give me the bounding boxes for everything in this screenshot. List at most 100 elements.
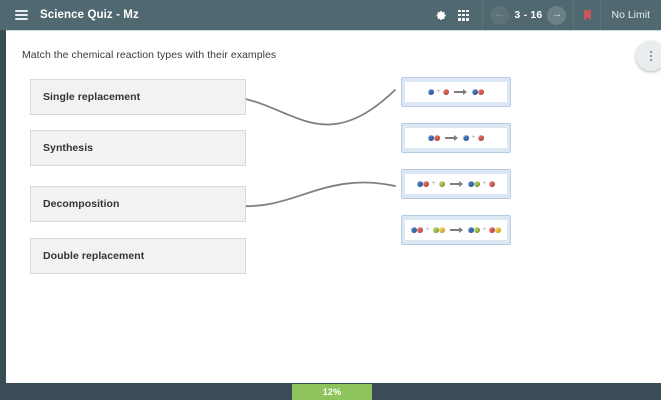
hamburger-bar (14, 14, 28, 16)
grid-icon (457, 9, 469, 21)
molecule-card-double-replacement[interactable]: ++ (401, 215, 511, 245)
molecule-side: + (467, 181, 496, 187)
atom-yellow (438, 227, 445, 233)
reaction-arrow-icon (449, 181, 463, 187)
settings-button[interactable] (430, 0, 452, 30)
progress-label: 12% (322, 387, 342, 397)
grid-view-button[interactable] (452, 0, 474, 30)
timer-label: No Limit (611, 9, 650, 21)
molecule-group (410, 227, 423, 233)
reaction-equation: + (405, 82, 507, 102)
atom-red (443, 89, 450, 95)
molecule-group (467, 181, 480, 187)
more-options-button[interactable] (636, 41, 661, 71)
connector-line (240, 181, 396, 207)
molecule-group (467, 227, 480, 233)
atom-red (489, 181, 496, 187)
atom-blue (427, 135, 434, 141)
molecule-side (472, 89, 485, 95)
molecule-card-single-replacement[interactable]: ++ (401, 169, 511, 199)
reaction-equation: ++ (405, 174, 507, 194)
kebab-dot (650, 59, 652, 61)
page-indicator: 3 - 16 (514, 9, 543, 21)
bookmark-icon (583, 9, 591, 21)
atom-red (416, 227, 423, 233)
reaction-arrow-icon (454, 89, 468, 95)
molecule-side: + (462, 135, 485, 141)
progress-fill: 12% (292, 384, 372, 400)
hamburger-menu-icon[interactable] (6, 10, 36, 20)
molecule-group (416, 181, 429, 187)
progress-bar: 12% (0, 384, 661, 400)
molecule-side (427, 135, 440, 141)
arrow-left-icon: ← (494, 9, 505, 20)
atom-yellow (495, 227, 502, 233)
plus-sign: + (471, 135, 476, 141)
top-bar-actions: ← 3 - 16 → No Limit (430, 0, 661, 30)
previous-question-button[interactable]: ← (490, 5, 510, 25)
molecule-side: + (416, 181, 445, 187)
atom-red (433, 135, 440, 141)
quiz-title: Science Quiz - Mz (40, 9, 139, 21)
atom-green (473, 227, 480, 233)
kebab-dot (650, 51, 652, 53)
question-navigation: ← 3 - 16 → (482, 0, 575, 30)
atom-green (473, 181, 480, 187)
atom-red (422, 181, 429, 187)
molecule-side: + (410, 227, 445, 233)
bookmark-button[interactable] (574, 0, 600, 30)
next-question-button[interactable]: → (547, 5, 567, 25)
gear-icon (436, 10, 446, 20)
reaction-equation: + (405, 128, 507, 148)
connector-line (240, 89, 396, 126)
answer-option-decomposition[interactable]: Decomposition (30, 186, 246, 222)
plus-sign: + (425, 227, 430, 233)
atom-blue (427, 89, 434, 95)
molecule-side: + (427, 89, 450, 95)
hamburger-bar (14, 10, 28, 12)
hamburger-bar (14, 18, 28, 20)
answer-option-single-replacement[interactable]: Single replacement (30, 79, 246, 115)
atom-blue (467, 227, 474, 233)
molecule-group (489, 181, 496, 187)
atom-red (478, 89, 485, 95)
kebab-dot (650, 55, 652, 57)
atom-blue (416, 181, 423, 187)
answer-option-double-replacement[interactable]: Double replacement (30, 238, 246, 274)
molecule-group (462, 135, 469, 141)
molecule-side: + (467, 227, 502, 233)
answer-label: Decomposition (43, 198, 120, 210)
atom-red (489, 227, 496, 233)
arrow-right-icon: → (551, 9, 562, 20)
reaction-arrow-icon (444, 135, 458, 141)
top-bar: Science Quiz - Mz ← 3 - 16 (0, 0, 661, 30)
atom-green (438, 181, 445, 187)
atom-red (478, 135, 485, 141)
plus-sign: + (436, 89, 441, 95)
atom-blue (462, 135, 469, 141)
answer-label: Synthesis (43, 142, 94, 154)
atom-green (432, 227, 439, 233)
molecule-group (443, 89, 450, 95)
molecule-group (478, 135, 485, 141)
molecule-group (427, 135, 440, 141)
molecule-group (438, 181, 445, 187)
plus-sign: + (482, 181, 487, 187)
atom-blue (472, 89, 479, 95)
molecule-group (432, 227, 445, 233)
plus-sign: + (482, 227, 487, 233)
answer-option-synthesis[interactable]: Synthesis (30, 130, 246, 166)
answer-label: Double replacement (43, 250, 145, 262)
reaction-arrow-icon (449, 227, 463, 233)
atom-blue (467, 181, 474, 187)
molecule-card-synthesis[interactable]: + (401, 77, 511, 107)
answer-label: Single replacement (43, 91, 141, 103)
plus-sign: + (431, 181, 436, 187)
reaction-equation: ++ (405, 220, 507, 240)
molecule-card-decomposition[interactable]: + (401, 123, 511, 153)
molecule-group (427, 89, 434, 95)
atom-blue (410, 227, 417, 233)
question-prompt: Match the chemical reaction types with t… (22, 49, 277, 61)
timer: No Limit (600, 0, 661, 30)
